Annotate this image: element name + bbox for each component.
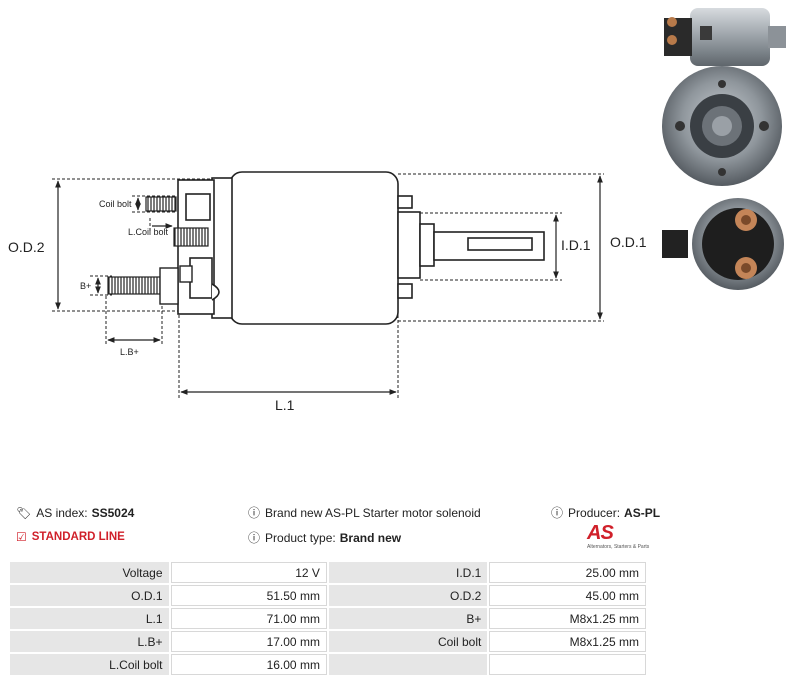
spec-key: [328, 654, 488, 675]
producer-value: AS-PL: [624, 506, 661, 520]
spec-key: L.B+: [10, 631, 169, 652]
product-info: 🏷 AS index: SS5024 ☑ STANDARD LINE ⓘ Bra…: [0, 500, 800, 560]
label-b-plus: B+: [80, 281, 91, 291]
spec-value: 71.00 mm: [170, 608, 327, 629]
info-icon: ⓘ: [551, 506, 564, 520]
info-icon: ⓘ: [248, 531, 261, 545]
label-l-b-plus: L.B+: [120, 347, 139, 357]
check-square-icon: ☑: [16, 530, 27, 544]
product-photo-rear: [662, 198, 784, 290]
spec-value: 51.50 mm: [170, 585, 327, 606]
table-row: L.Coil bolt 16.00 mm: [10, 654, 646, 675]
spec-table: Voltage 12 V I.D.1 25.00 mm O.D.1 51.50 …: [8, 560, 648, 677]
description: ⓘ Brand new AS-PL Starter motor solenoid: [248, 506, 481, 520]
spec-key: O.D.1: [10, 585, 169, 606]
spec-key: Coil bolt: [328, 631, 488, 652]
product-photo-side: [664, 8, 786, 66]
tags-icon: 🏷: [16, 506, 32, 520]
label-od2: O.D.2: [8, 239, 45, 255]
spec-key: L.Coil bolt: [10, 654, 169, 675]
info-icon: ⓘ: [248, 506, 261, 520]
table-row: L.1 71.00 mm B+ M8x1.25 mm: [10, 608, 646, 629]
spec-value: 45.00 mm: [489, 585, 646, 606]
spec-key: Voltage: [10, 562, 169, 583]
label-id1: I.D.1: [561, 237, 591, 253]
spec-key: O.D.2: [328, 585, 488, 606]
as-index: 🏷 AS index: SS5024: [16, 506, 135, 520]
table-row: L.B+ 17.00 mm Coil bolt M8x1.25 mm: [10, 631, 646, 652]
spec-value: 17.00 mm: [170, 631, 327, 652]
product-type: ⓘ Product type: Brand new: [248, 531, 402, 545]
as-pl-logo: AS Alternators, Starters & Parts: [587, 522, 650, 550]
producer: ⓘ Producer: AS-PL: [551, 506, 661, 520]
spec-value: M8x1.25 mm: [489, 608, 646, 629]
label-l1: L.1: [275, 397, 295, 413]
label-od1: O.D.1: [610, 234, 647, 250]
product-photo-front: [662, 66, 782, 186]
spec-value: 16.00 mm: [170, 654, 327, 675]
label-coil-bolt: Coil bolt: [99, 199, 132, 209]
spec-value: 25.00 mm: [489, 562, 646, 583]
technical-drawing: O.D.2 O.D.1 I.D.1 L.1 Coil bolt L.Coil b…: [8, 8, 786, 413]
as-index-value: SS5024: [91, 506, 135, 520]
spec-value: 12 V: [170, 562, 327, 583]
solenoid-outline: [177, 171, 545, 325]
table-row: Voltage 12 V I.D.1 25.00 mm: [10, 562, 646, 583]
spec-key: L.1: [10, 608, 169, 629]
spec-key: I.D.1: [328, 562, 488, 583]
label-l-coil-bolt: L.Coil bolt: [128, 227, 169, 237]
spec-value: [489, 654, 646, 675]
spec-value: M8x1.25 mm: [489, 631, 646, 652]
standard-line-badge: ☑ STANDARD LINE: [16, 530, 125, 544]
product-type-value: Brand new: [339, 531, 402, 545]
table-row: O.D.1 51.50 mm O.D.2 45.00 mm: [10, 585, 646, 606]
spec-key: B+: [328, 608, 488, 629]
